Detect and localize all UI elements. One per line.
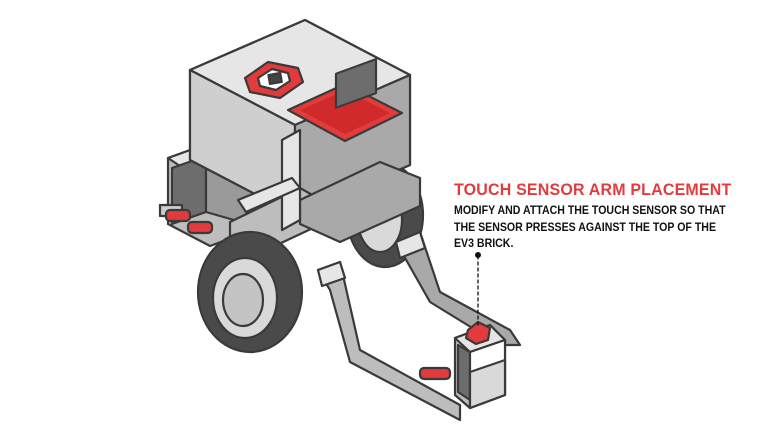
sensor-arm-beams bbox=[316, 230, 522, 422]
touch-sensor bbox=[453, 320, 507, 410]
callout-description: MODIFY AND ATTACH THE TOUCH SENSOR SO TH… bbox=[454, 205, 726, 250]
callout-title: TOUCH SENSOR ARM PLACEMENT bbox=[454, 180, 732, 199]
front-wheel bbox=[196, 230, 304, 354]
callout: TOUCH SENSOR ARM PLACEMENT MODIFY AND AT… bbox=[454, 180, 754, 253]
callout-leader bbox=[475, 252, 481, 329]
leader-dot bbox=[475, 252, 481, 258]
axle-pin-front bbox=[418, 366, 452, 381]
